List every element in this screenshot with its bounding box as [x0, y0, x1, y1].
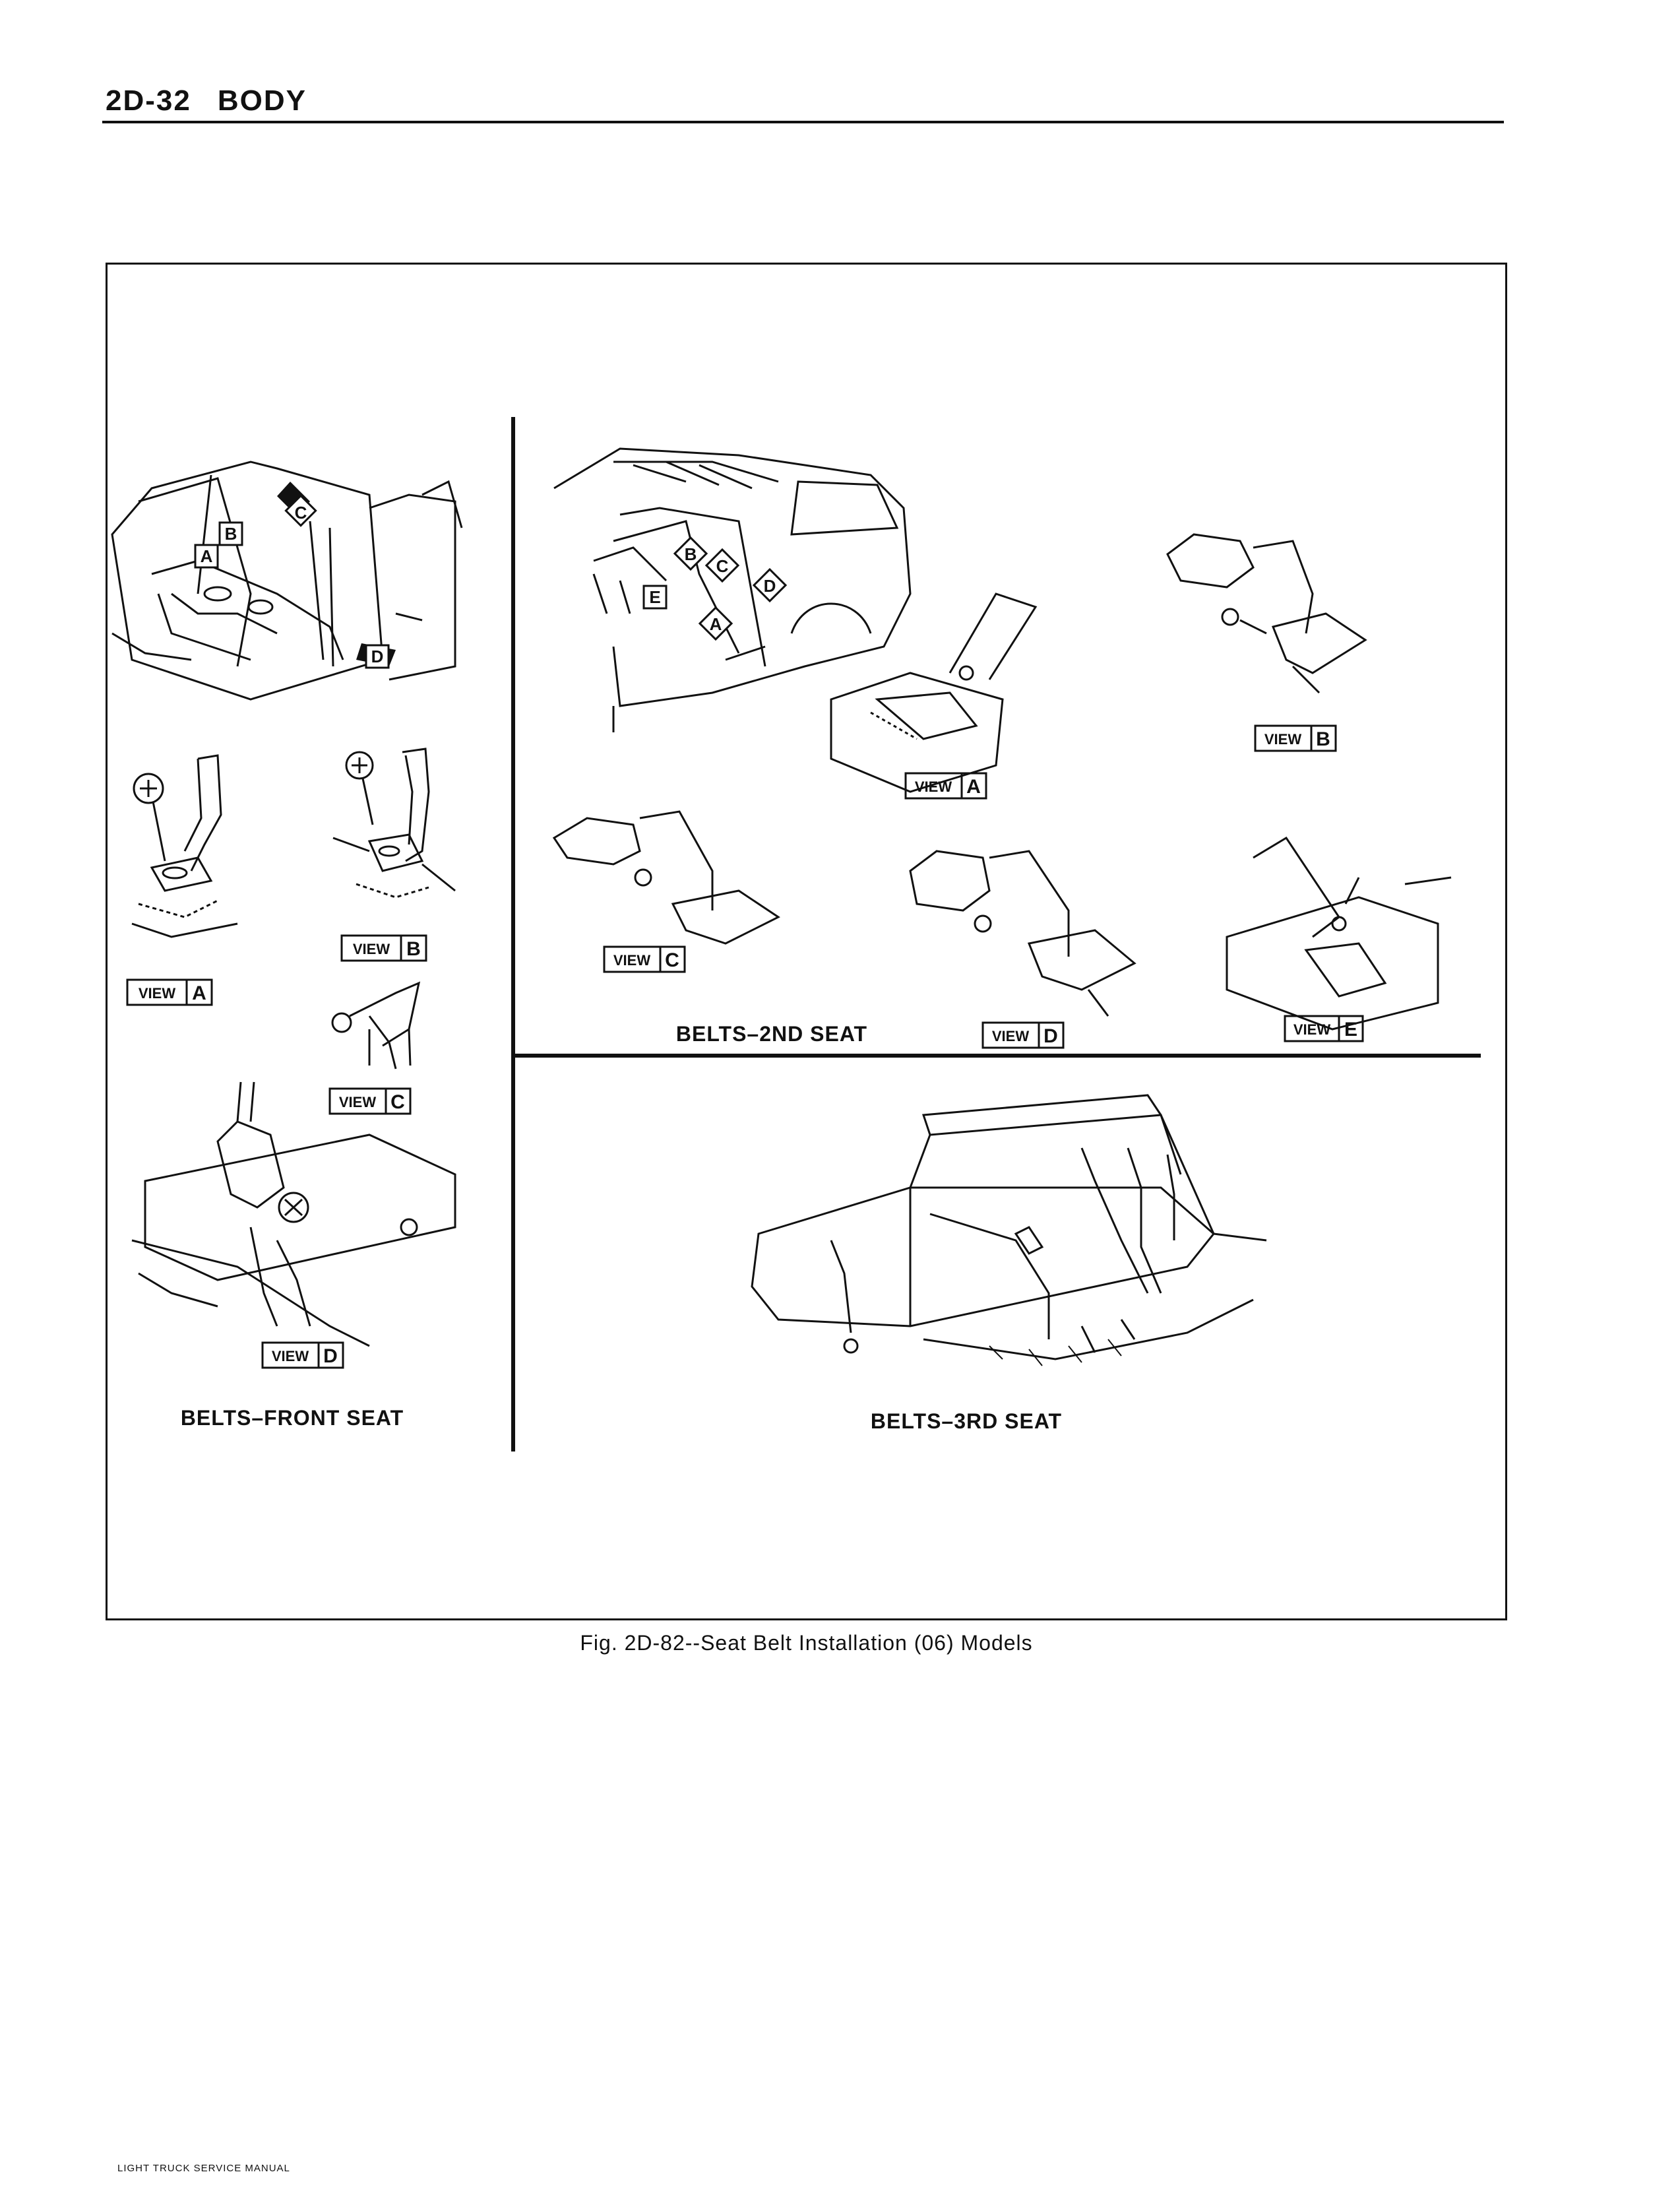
section-title: BODY	[217, 84, 307, 117]
front-view-c-letter: C	[390, 1091, 405, 1113]
figure-caption: Fig. 2D-82--Seat Belt Installation (06) …	[580, 1631, 1033, 1655]
page-number: 2D-32	[106, 84, 191, 117]
second-view-d-letter: D	[1043, 1025, 1058, 1047]
second-view-c-word: VIEW	[613, 952, 650, 969]
second-callout-e: E	[642, 585, 668, 610]
second-view-a-word: VIEW	[915, 779, 952, 795]
second-view-e-word: VIEW	[1293, 1021, 1330, 1038]
second-view-b-word: VIEW	[1264, 731, 1301, 748]
second-view-d-word: VIEW	[992, 1028, 1029, 1044]
second-view-d-drawing	[909, 850, 1136, 1017]
third-seat-title: BELTS–3RD SEAT	[871, 1409, 1062, 1433]
second-view-e-letter: E	[1344, 1019, 1357, 1040]
front-callout-d-letter: D	[371, 647, 384, 666]
front-view-b-word: VIEW	[353, 941, 390, 957]
front-view-b-drawing	[332, 748, 456, 899]
second-view-c-label: VIEW C	[603, 945, 686, 973]
second-view-e-drawing	[1226, 836, 1452, 1031]
front-view-c-word: VIEW	[339, 1094, 376, 1110]
front-callout-b: B	[218, 521, 243, 546]
front-view-a-label: VIEW A	[126, 978, 213, 1006]
second-view-e-label: VIEW E	[1284, 1015, 1364, 1042]
second-view-b-letter: B	[1316, 728, 1330, 750]
second-callout-d-letter: D	[764, 576, 776, 596]
second-view-c-letter: C	[665, 949, 679, 971]
second-callout-d: D	[752, 567, 788, 603]
second-callout-a: A	[698, 606, 733, 641]
front-callout-a-letter: A	[201, 546, 213, 566]
front-view-a-letter: A	[192, 982, 206, 1004]
second-view-c-drawing	[552, 810, 780, 945]
second-view-a-label: VIEW A	[904, 772, 987, 800]
second-callout-a-letter: A	[710, 614, 722, 634]
second-callout-c-letter: C	[716, 556, 729, 576]
second-view-a-letter: A	[966, 776, 981, 798]
front-view-d-word: VIEW	[272, 1348, 309, 1364]
front-callout-b-letter: B	[225, 524, 237, 544]
second-seat-title: BELTS–2ND SEAT	[676, 1022, 867, 1046]
footer-manual-title: LIGHT TRUCK SERVICE MANUAL	[117, 2163, 290, 2174]
second-callout-b: B	[673, 536, 708, 571]
page-header: 2D-32 BODY	[106, 84, 307, 117]
front-view-a-word: VIEW	[139, 985, 175, 1002]
front-callout-c-letter: C	[295, 503, 307, 523]
second-view-a-drawing	[830, 592, 1038, 793]
second-view-d-label: VIEW D	[981, 1021, 1065, 1049]
front-view-b-letter: B	[406, 938, 421, 960]
front-callout-d: D	[356, 643, 396, 669]
figure-frame	[106, 263, 1507, 1620]
front-view-d-letter: D	[323, 1345, 338, 1367]
front-seat-title: BELTS–FRONT SEAT	[181, 1406, 404, 1430]
header-rule	[102, 121, 1504, 123]
second-callout-b-letter: B	[685, 544, 697, 564]
front-callout-a: A	[194, 544, 219, 569]
front-view-c-label: VIEW C	[328, 1087, 412, 1115]
second-callout-c: C	[704, 548, 740, 583]
second-view-b-drawing	[1166, 533, 1367, 694]
front-callout-c: C	[277, 482, 317, 527]
second-callout-e-letter: E	[649, 587, 660, 607]
third-seat-drawing	[751, 1094, 1267, 1366]
second-view-b-label: VIEW B	[1254, 724, 1337, 752]
front-view-a-drawing	[131, 754, 238, 938]
front-view-d-label: VIEW D	[261, 1341, 344, 1369]
front-view-d-drawing	[131, 1081, 456, 1347]
front-view-c-drawing	[331, 981, 421, 1069]
front-view-b-label: VIEW B	[340, 934, 427, 962]
